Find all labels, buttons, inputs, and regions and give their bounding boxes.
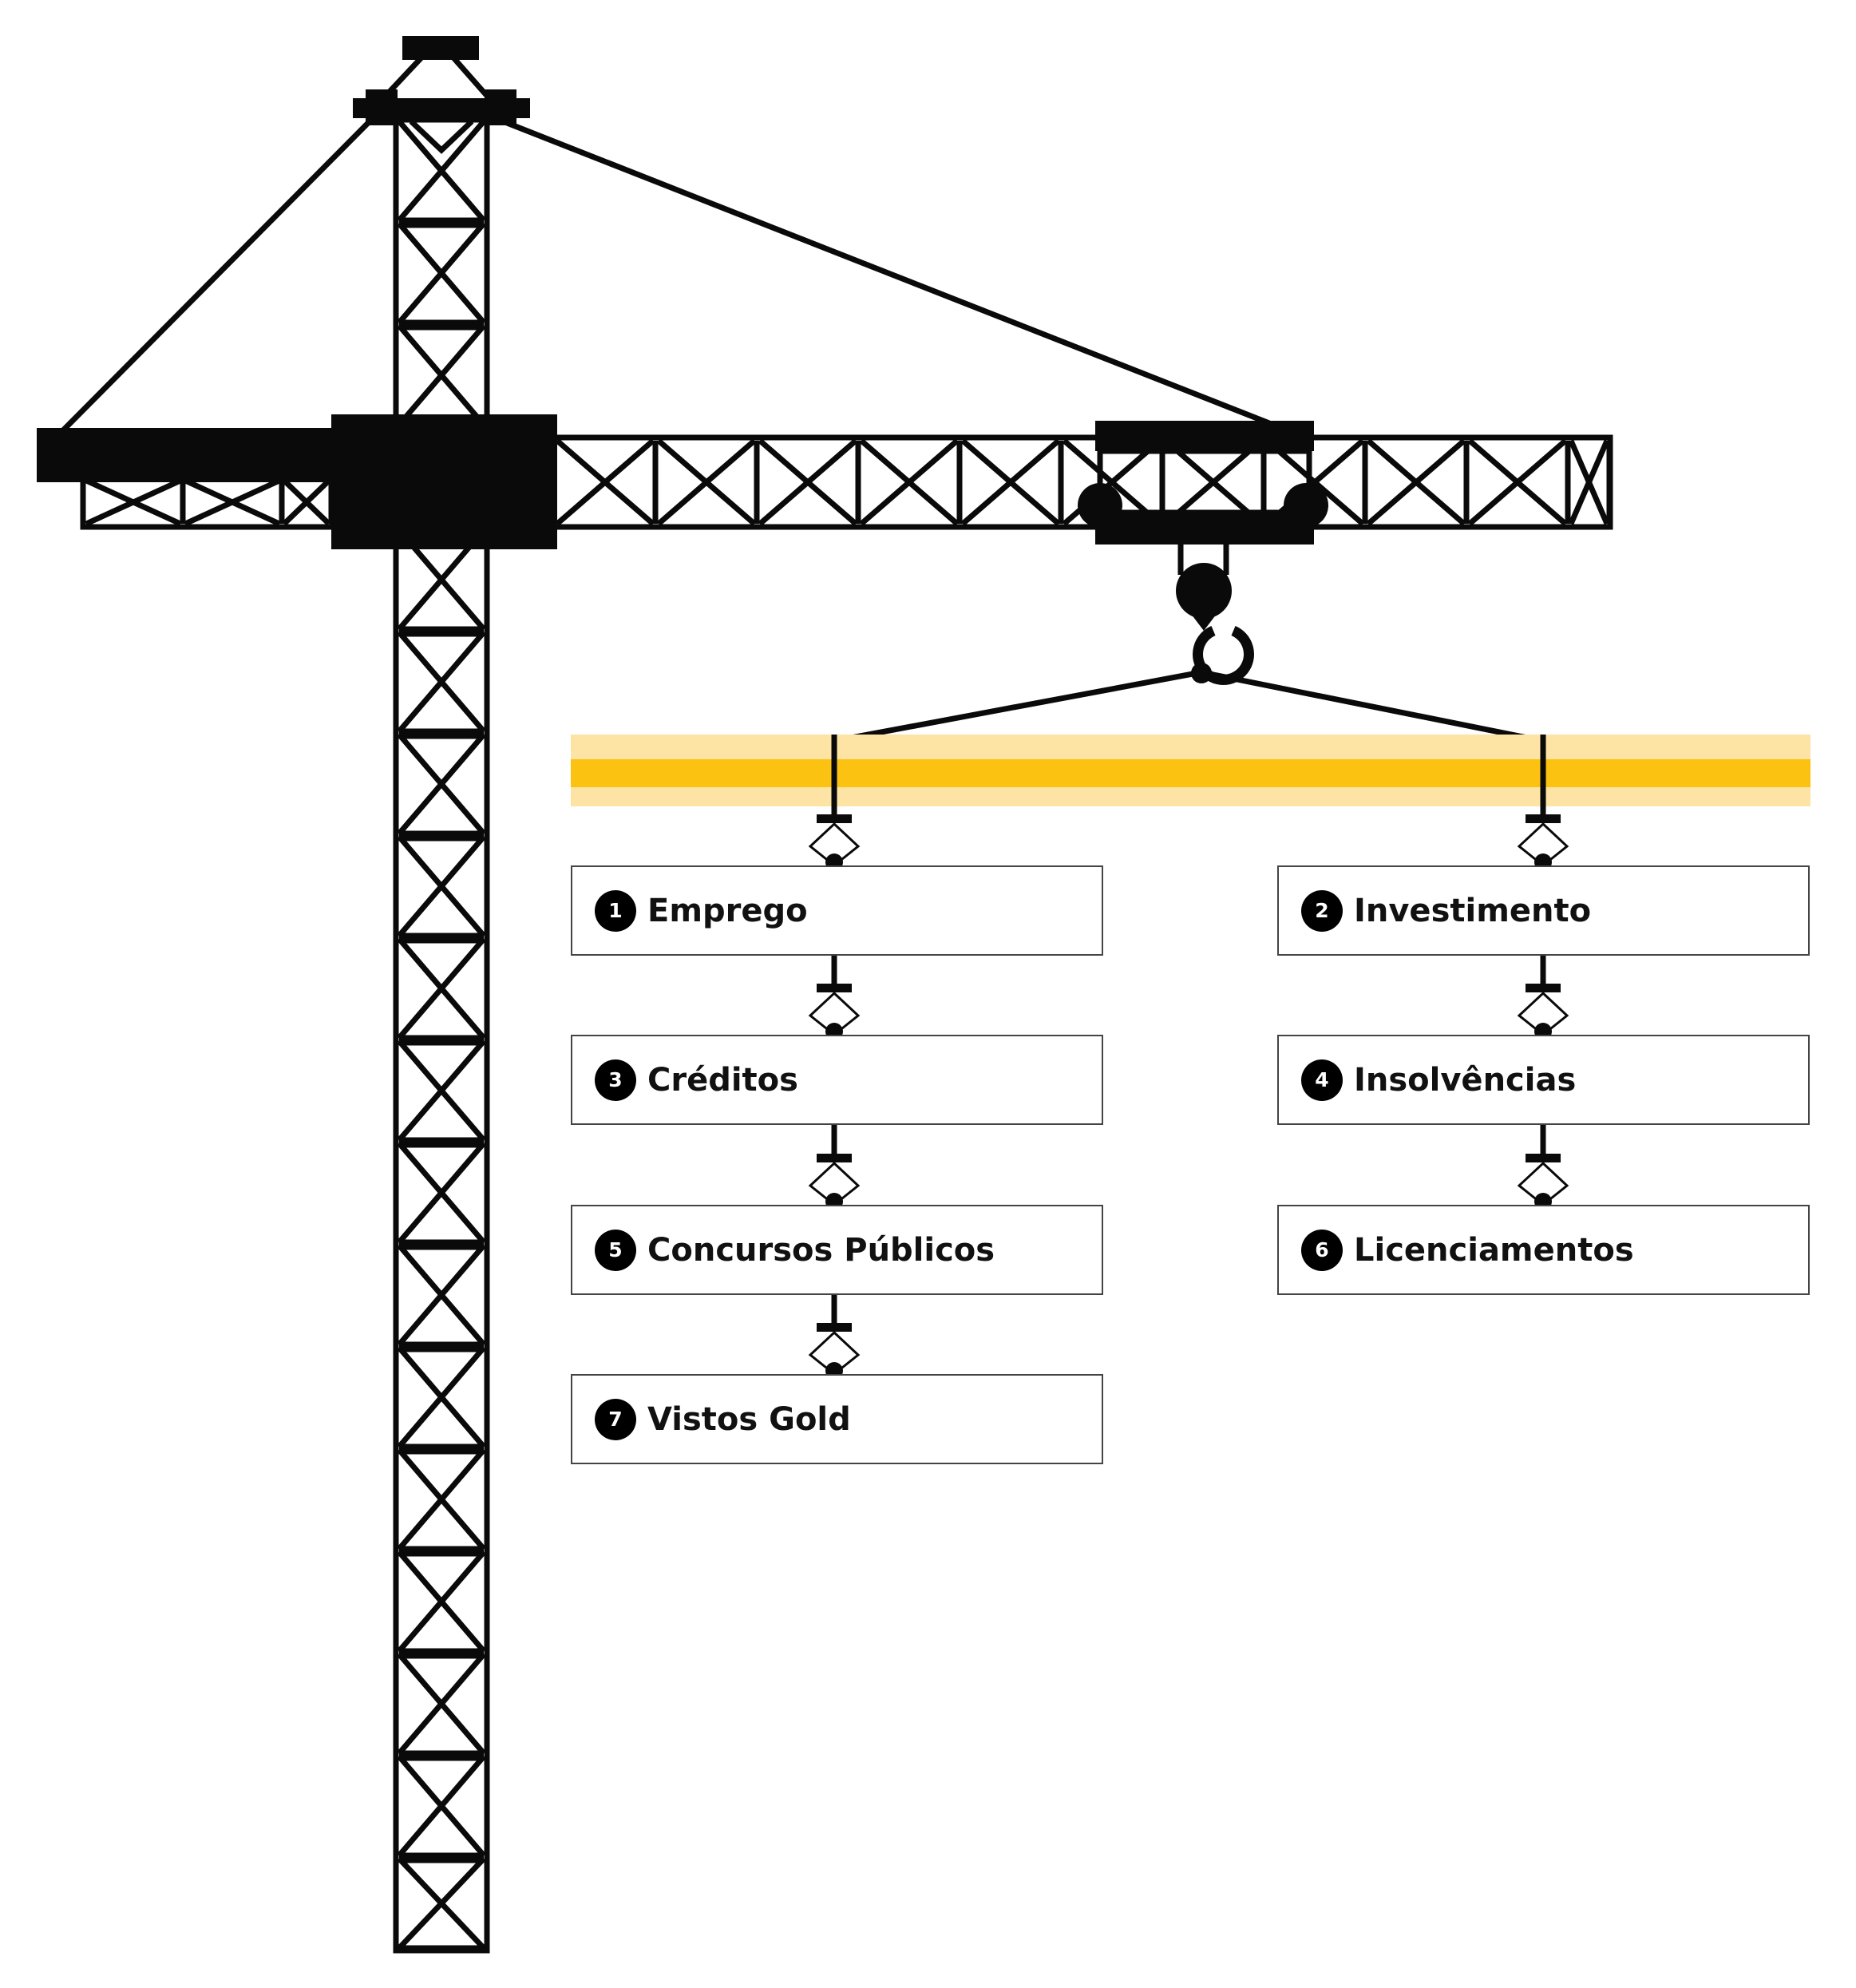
item-label: Licenciamentos	[1354, 1231, 1634, 1269]
tower-brace	[397, 1550, 486, 1653]
tower-brace	[397, 937, 486, 1040]
counter-jib-brace	[85, 477, 182, 527]
item-label: Insolvências	[1354, 1061, 1577, 1099]
tower-brace	[397, 1856, 486, 1950]
tower-brace	[397, 732, 486, 836]
tower-brace	[397, 630, 486, 734]
jib-brace	[1467, 438, 1568, 526]
connector-clamp	[817, 1154, 852, 1162]
jib-brace	[656, 438, 757, 526]
tower-brace	[397, 1345, 486, 1449]
counterweight	[37, 428, 340, 482]
tower-brace	[397, 221, 486, 325]
connector-clamp	[1526, 984, 1561, 992]
beam-core	[571, 759, 1810, 787]
tower-bracing	[397, 119, 486, 1951]
jib-brace	[1366, 438, 1466, 526]
item-box-licenciamentos: 6 Licenciamentos	[1277, 1205, 1810, 1295]
item-label: Investimento	[1354, 892, 1592, 929]
item-number-badge: 5	[595, 1229, 636, 1271]
item-box-concursos-publicos: 5 Concursos Públicos	[571, 1205, 1103, 1295]
connector-clamp	[817, 814, 852, 823]
counter-jib-brace	[282, 478, 331, 526]
hook-block-tip	[1178, 597, 1229, 631]
tower-brace	[397, 119, 486, 223]
apex-cable-right	[449, 53, 489, 98]
item-number-badge: 3	[595, 1059, 636, 1101]
left-pendant-cable	[60, 113, 378, 434]
jib-brace	[859, 438, 960, 526]
item-number-badge: 1	[595, 889, 636, 932]
item-number-badge: 6	[1301, 1229, 1343, 1271]
item-number-badge: 2	[1301, 889, 1343, 932]
apex-block-right	[485, 89, 516, 125]
trolley-bottom	[1095, 513, 1314, 545]
counter-jib-brace	[184, 477, 281, 527]
item-box-emprego: 1 Emprego	[571, 865, 1103, 956]
tower-brace	[397, 1141, 486, 1245]
trolley-top	[1095, 421, 1314, 451]
item-label: Concursos Públicos	[647, 1231, 995, 1269]
item-box-vistos-gold: 7 Vistos Gold	[571, 1374, 1103, 1464]
connector-clamp	[817, 1323, 852, 1332]
apex-cap	[402, 36, 479, 60]
item-box-insolvencias: 4 Insolvências	[1277, 1035, 1810, 1125]
hook-ring	[1191, 663, 1212, 683]
trolley-wheel-right	[1284, 483, 1328, 528]
apex-diamond	[409, 119, 474, 154]
jib-brace	[960, 438, 1061, 526]
item-box-creditos: 3 Créditos	[571, 1035, 1103, 1125]
item-label: Emprego	[647, 892, 808, 929]
tower-brace	[397, 1652, 486, 1756]
left-sling	[833, 669, 1202, 744]
jib-brace	[555, 438, 655, 526]
item-number-badge: 4	[1301, 1059, 1343, 1101]
tower-brace	[397, 1039, 486, 1143]
jib-bracing	[555, 438, 1613, 526]
connector-clamp	[817, 984, 852, 992]
crane-counter-jib	[80, 474, 335, 530]
item-label: Vistos Gold	[647, 1400, 851, 1438]
trolley-frame	[1097, 448, 1312, 516]
connector-clamp	[1526, 814, 1561, 823]
tower-brace	[397, 323, 486, 427]
jib-brace	[1568, 439, 1610, 525]
tower-brace	[397, 1754, 486, 1858]
tower-brace	[397, 1243, 486, 1347]
jib-brace	[758, 438, 858, 526]
connector-clamp	[1526, 1154, 1561, 1162]
right-sling	[1201, 669, 1544, 744]
item-number-badge: 7	[595, 1398, 636, 1440]
item-box-investimento: 2 Investimento	[1277, 865, 1810, 956]
item-label: Créditos	[647, 1061, 798, 1099]
counter-jib-bracing	[85, 477, 334, 527]
apex-block-left	[366, 89, 398, 125]
tower-brace	[397, 834, 486, 938]
hook-icon	[1193, 626, 1254, 685]
crane-cab	[331, 414, 557, 549]
apex-cable-left	[383, 53, 425, 98]
tower-brace	[397, 1447, 486, 1551]
right-pendant-cable	[497, 117, 1271, 426]
